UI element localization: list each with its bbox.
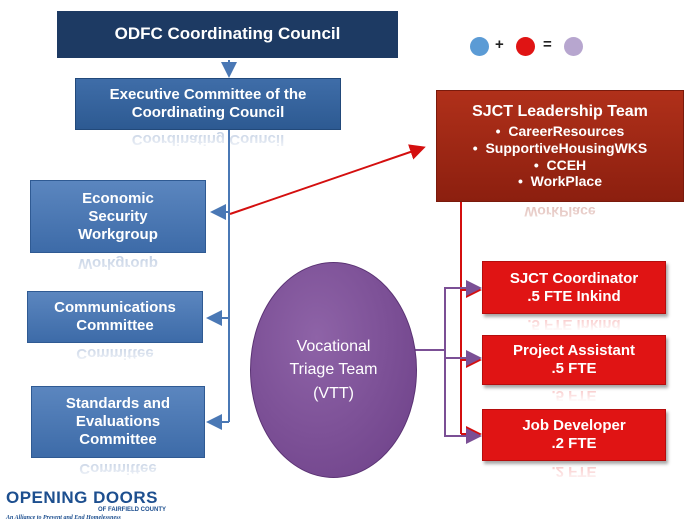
economic-line1: Economic <box>82 189 154 207</box>
leadership-team-box: SJCT Leadership Team CareerResources Sup… <box>436 90 684 202</box>
leadership-item: CareerResources <box>473 123 647 140</box>
assistant-line2: .5 FTE <box>551 360 597 377</box>
communications-line2: Committee <box>76 317 154 334</box>
leadership-list: CareerResources SupportiveHousingWKS CCE… <box>473 123 647 190</box>
executive-line2: Coordinating Council <box>131 104 285 121</box>
leadership-reflection: WorkPlace <box>524 203 596 220</box>
coordinator-reflection: .5 FTE Inkind <box>527 316 621 331</box>
opening-doors-logo: OPENING DOORS OF FAIRFIELD COUNTY An All… <box>6 489 196 527</box>
sjct-coordinator-box: SJCT Coordinator .5 FTE Inkind <box>482 261 666 314</box>
logo-tagline: An Alliance to Prevent and End Homelessn… <box>6 515 121 521</box>
logo-subtitle: OF FAIRFIELD COUNTY <box>98 507 166 513</box>
vtt-line3: (VTT) <box>313 384 354 402</box>
legend-purple-dot <box>564 37 583 56</box>
developer-line2: .2 FTE <box>551 435 597 452</box>
project-assistant-box: Project Assistant .5 FTE <box>482 335 666 385</box>
legend-blue-dot <box>470 37 489 56</box>
economic-line2: Security <box>88 207 148 225</box>
job-developer-box: Job Developer .2 FTE <box>482 409 666 461</box>
executive-reflection: Coordinating Council <box>131 131 285 148</box>
executive-line1: Executive Committee of the <box>109 86 307 103</box>
legend-red-dot <box>516 37 535 56</box>
developer-line1: Job Developer <box>522 417 626 434</box>
connector-vtt-to-developer <box>444 350 482 444</box>
coordinator-line1: SJCT Coordinator <box>509 269 639 287</box>
legend-equals: = <box>543 36 552 53</box>
vtt-line2: Triage Team <box>289 361 378 379</box>
leadership-title: SJCT Leadership Team <box>472 102 648 120</box>
legend-plus: + <box>495 36 504 53</box>
connector-vtt-to-coordinator <box>444 280 482 350</box>
vtt-line1: Vocational <box>296 338 371 356</box>
economic-security-box: Economic Security Workgroup <box>30 180 206 253</box>
coordinator-line2: .5 FTE Inkind <box>527 287 621 305</box>
coordinating-council-box: ODFC Coordinating Council <box>57 11 398 58</box>
standards-committee-box: Standards and Evaluations Committee <box>31 386 205 458</box>
coordinating-council-title: ODFC Coordinating Council <box>114 24 341 44</box>
economic-line3: Workgroup <box>78 225 158 243</box>
leadership-item: CCEH <box>473 157 647 174</box>
connector-economic-to-leadership <box>229 144 426 215</box>
executive-committee-box: Executive Committee of the Coordinating … <box>75 78 341 130</box>
standards-line3: Committee <box>79 431 157 448</box>
logo-name: OPENING DOORS <box>6 488 158 507</box>
leadership-item: SupportiveHousingWKS <box>473 140 647 157</box>
standards-line2: Evaluations <box>75 413 161 430</box>
developer-reflection: .2 FTE <box>551 463 597 480</box>
assistant-line1: Project Assistant <box>513 342 635 359</box>
assistant-reflection: .5 FTE <box>551 387 597 402</box>
communications-reflection: Committee <box>76 345 154 362</box>
communications-committee-box: Communications Committee <box>27 291 203 343</box>
standards-reflection: Committee <box>79 460 157 477</box>
leadership-item: WorkPlace <box>473 173 647 190</box>
vtt-ellipse: Vocational Triage Team (VTT) <box>250 262 417 478</box>
economic-reflection: Workgroup <box>78 255 158 272</box>
communications-line1: Communications <box>54 299 176 316</box>
standards-line1: Standards and <box>65 395 171 412</box>
